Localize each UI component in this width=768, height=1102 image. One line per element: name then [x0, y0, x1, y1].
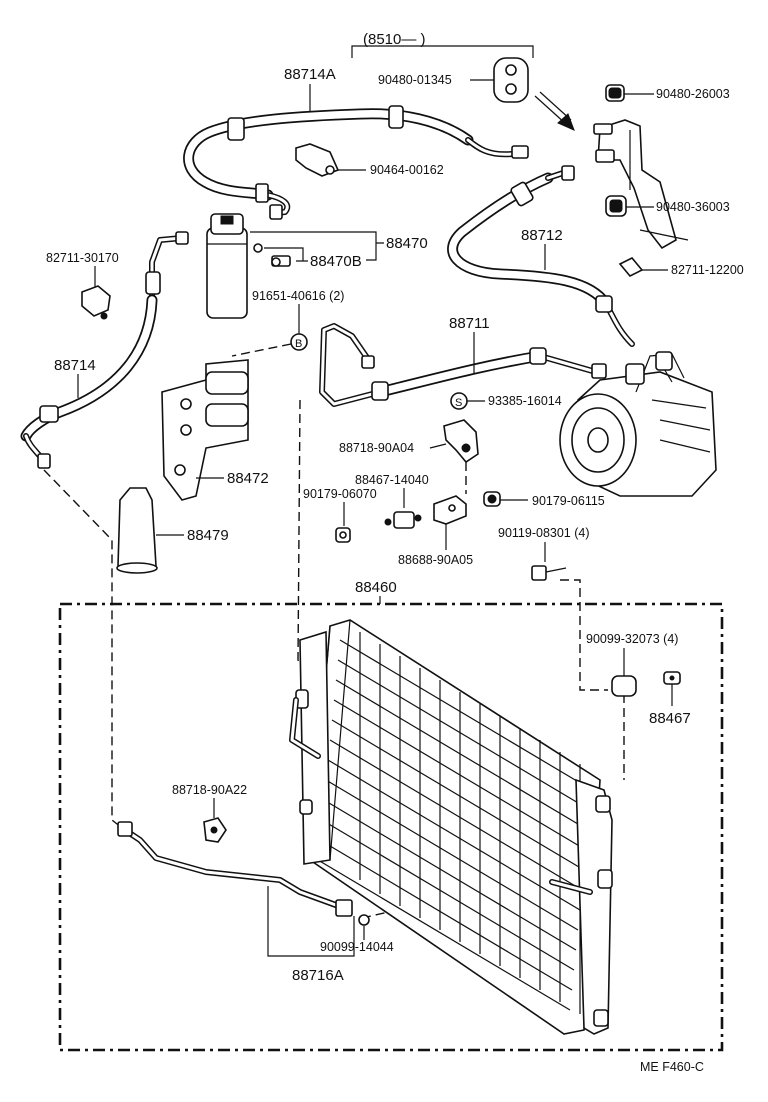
guide-88714-to-88716a — [43, 469, 123, 829]
compressor-fitting-plate — [593, 119, 689, 250]
label-88479: 88479 — [187, 527, 229, 544]
hose-88712-drawing — [447, 165, 635, 347]
grommet-90480-01345-drawing — [493, 57, 529, 103]
nut-90179-06070-drawing — [335, 527, 351, 543]
condenser-core-drawing — [289, 619, 613, 1035]
label-82711-30170: 82711-30170 — [46, 251, 119, 265]
bolt-90119-08301-drawing — [531, 565, 567, 581]
group-bracket — [351, 45, 534, 58]
guide-88711-to-condenser — [297, 399, 305, 671]
label-88470: 88470 — [386, 235, 428, 252]
bracket-88472-drawing — [161, 359, 249, 501]
label-88718-90a04: 88718-90A04 — [339, 441, 414, 455]
footer-code: ME F460-C — [640, 1060, 704, 1074]
label-88716a: 88716A — [292, 967, 344, 984]
guide-bolt-to-cushion — [560, 579, 608, 691]
label-90480-26003: 90480-26003 — [656, 87, 730, 101]
label-93385-16014: 93385-16014 — [488, 394, 562, 408]
direction-arrow — [534, 91, 575, 131]
cover-88479-drawing — [116, 487, 158, 574]
label-88467: 88467 — [649, 710, 691, 727]
label-88688-90a05: 88688-90A05 — [398, 553, 473, 567]
s-marker: S — [455, 397, 462, 409]
label-90099-14044: 90099-14044 — [320, 940, 394, 954]
clamp-88718-90a22-drawing — [203, 817, 227, 843]
pipe-88711-drawing — [319, 323, 607, 407]
leader-88716a — [267, 886, 355, 957]
condenser-assembly-frame — [58, 602, 724, 1052]
clip-82711-12200-drawing — [618, 257, 644, 277]
label-88460: 88460 — [355, 579, 397, 596]
plug-90480-36003-drawing — [605, 195, 627, 217]
label-90179-06070: 90179-06070 — [303, 487, 377, 501]
label-88467-14040: 88467-14040 — [355, 473, 429, 487]
label-90099-32073: 90099-32073 (4) — [586, 632, 678, 646]
clamp-88688-90a05-drawing — [433, 495, 467, 525]
label-88714: 88714 — [54, 357, 96, 374]
clamp-90464-00162-drawing — [295, 143, 340, 177]
pipe-88714-drawing — [20, 231, 189, 469]
leader-88470b — [264, 247, 308, 262]
label-88714a: 88714A — [284, 66, 336, 83]
receiver-kit-parts — [253, 243, 291, 267]
b-marker: B — [295, 338, 302, 350]
hose-88714a-drawing — [183, 105, 529, 220]
label-88718-90a22: 88718-90A22 — [172, 783, 247, 797]
label-90464-00162: 90464-00162 — [370, 163, 444, 177]
pipe-88716a-drawing — [117, 821, 353, 917]
oring-90099-14044-drawing — [358, 914, 370, 926]
label-88472: 88472 — [227, 470, 269, 487]
label-91651-40616: 91651-40616 (2) — [252, 289, 344, 303]
label-82711-12200: 82711-12200 — [671, 263, 744, 277]
nut-90179-06115-drawing — [483, 491, 501, 507]
b-marker-link — [231, 343, 292, 357]
b-marker-circle — [290, 333, 308, 351]
label-88712: 88712 — [521, 227, 563, 244]
label-90119-08301: 90119-08301 (4) — [498, 526, 590, 540]
plug-90480-26003-drawing — [605, 84, 625, 102]
cushion-88467-drawing — [663, 671, 681, 685]
label-90480-01345: 90480-01345 — [378, 73, 452, 87]
label-90179-06115: 90179-06115 — [532, 494, 605, 508]
group-label: (8510— ) — [363, 31, 426, 48]
compressor-drawing — [559, 351, 717, 497]
clamp-88718-90a04-drawing — [443, 419, 479, 464]
receiver-88470-drawing — [206, 213, 248, 319]
label-90480-36003: 90480-36003 — [656, 200, 730, 214]
clamp-82711-30170-drawing — [81, 285, 111, 320]
label-88470b: 88470B — [310, 253, 362, 270]
label-88711: 88711 — [449, 315, 490, 332]
bracket-88467-14040-drawing — [384, 511, 422, 529]
leader-88718-90a04 — [429, 443, 447, 449]
leader-88470 — [250, 231, 384, 261]
cushion-90099-32073-drawing — [611, 675, 637, 697]
